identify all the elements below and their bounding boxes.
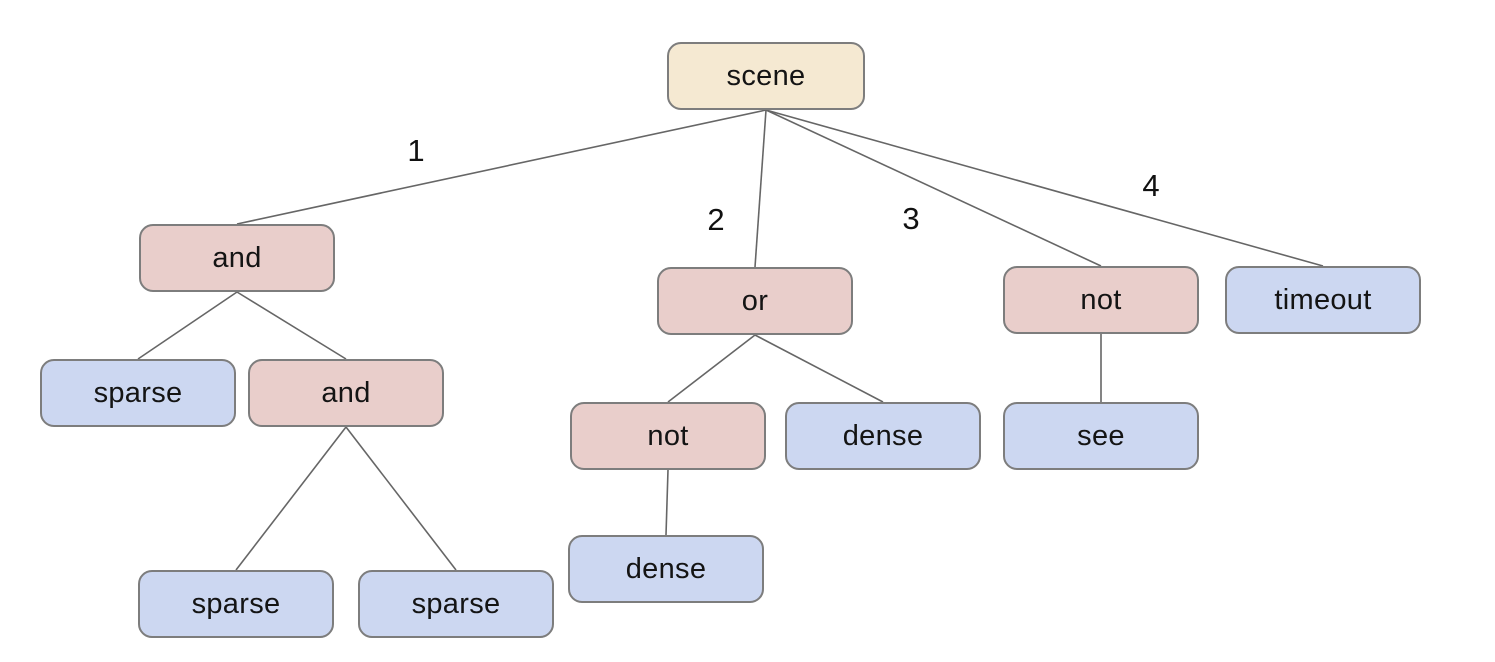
edge-label-4: 4 [1142, 168, 1159, 203]
tree-node-dense2: dense [568, 535, 764, 603]
tree-node-not1: not [1003, 266, 1199, 334]
edge-label-2: 2 [707, 202, 724, 237]
edge-and1-sparse1 [137, 291, 238, 360]
edge-not2-dense2 [665, 469, 669, 536]
tree-node-or1: or [657, 267, 853, 335]
edge-scene-not1 [765, 109, 1102, 267]
edge-or1-not2 [667, 334, 756, 403]
tree-node-see1: see [1003, 402, 1199, 470]
edge-label-1: 1 [407, 133, 424, 168]
edge-scene-and1 [236, 109, 767, 225]
edge-scene-timeout1 [765, 109, 1324, 267]
tree-node-sparse2: sparse [138, 570, 334, 638]
tree-node-dense1: dense [785, 402, 981, 470]
edge-scene-or1 [754, 109, 767, 268]
edge-or1-dense1 [754, 334, 884, 403]
tree-node-and1: and [139, 224, 335, 292]
tree-node-sparse1: sparse [40, 359, 236, 427]
tree-node-sparse3: sparse [358, 570, 554, 638]
tree-node-timeout1: timeout [1225, 266, 1421, 334]
edge-label-3: 3 [902, 201, 919, 236]
tree-node-scene: scene [667, 42, 865, 110]
tree-node-not2: not [570, 402, 766, 470]
edge-and2-sparse3 [345, 426, 457, 571]
edge-and1-and2 [236, 291, 347, 360]
edge-and2-sparse2 [235, 426, 347, 571]
tree-node-and2: and [248, 359, 444, 427]
